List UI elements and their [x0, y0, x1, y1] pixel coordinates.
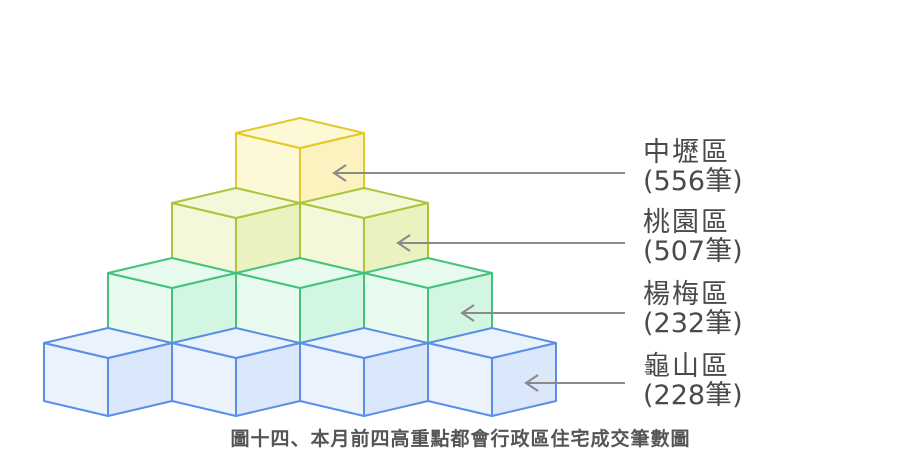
arrow-head-icon: [396, 234, 411, 252]
cube: [235, 257, 365, 347]
cube-top-face: [235, 117, 365, 149]
district-name: 楊梅區: [643, 279, 730, 310]
arrow-head-icon: [460, 304, 475, 322]
cube-group: [43, 117, 557, 417]
district-name: 中壢區: [643, 137, 730, 168]
arrow-head-icon: [524, 374, 539, 392]
cube: [43, 327, 173, 417]
arrow-head-icon: [332, 164, 347, 182]
cube: [235, 117, 365, 207]
cube: [299, 187, 429, 277]
level-1-label: 中壢區 (556筆): [643, 138, 843, 196]
level-3-label: 楊梅區 (232筆): [643, 280, 843, 338]
cube: [171, 327, 301, 417]
cube-top-face: [363, 257, 493, 289]
level-2-label: 桃園區 (507筆): [643, 208, 843, 266]
district-name: 龜山區: [643, 351, 730, 382]
figure-caption: 圖十四、本月前四高重點都會行政區住宅成交筆數圖: [230, 428, 691, 450]
transaction-count: (228筆): [643, 380, 743, 411]
transaction-count: (556筆): [643, 166, 743, 197]
level-4-label: 龜山區 (228筆): [643, 352, 843, 410]
transaction-count: (232筆): [643, 308, 743, 339]
district-name: 桃園區: [643, 207, 730, 238]
cube: [299, 327, 429, 417]
arrow-group: [332, 164, 625, 392]
cube-top-face: [299, 187, 429, 219]
transaction-count: (507筆): [643, 236, 743, 267]
cube: [427, 327, 557, 417]
cube-top-face: [427, 327, 557, 359]
